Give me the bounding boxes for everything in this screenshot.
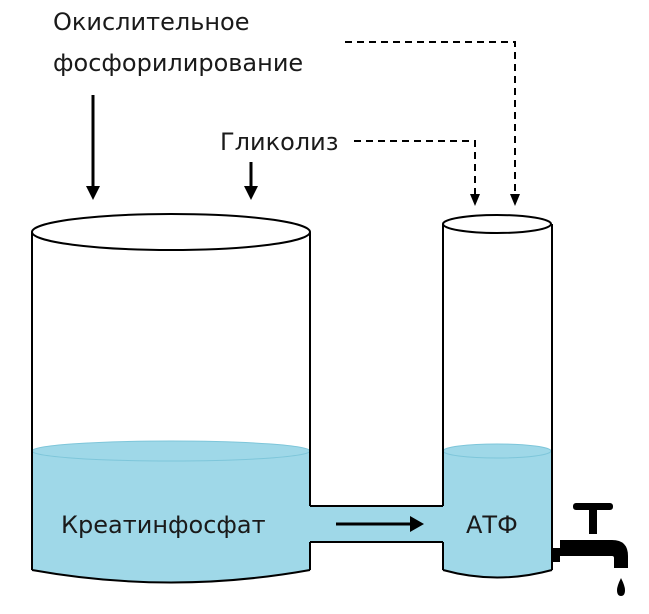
water-tap-icon: [552, 503, 628, 568]
glycolysis-label: Гликолиз: [220, 128, 338, 156]
glycolysis-dashed-arrow-head: [470, 194, 480, 206]
small-cylinder-liquid-surface: [442, 443, 552, 459]
atp-label: АТФ: [466, 511, 518, 539]
oxidative-dashed-connector: [345, 41, 516, 196]
small-cylinder: [442, 214, 553, 579]
oxidative-label-line1: Окислительное: [53, 8, 250, 36]
big-cylinder-top: [31, 213, 311, 251]
connecting-pipe: [310, 505, 443, 543]
oxidative-dashed-arrow-head: [510, 194, 520, 206]
big-cylinder-liquid-surface: [31, 440, 311, 462]
creatine-phosphate-label: Креатинфосфат: [61, 511, 266, 539]
oxidative-label-line2: фосфорилирование: [53, 49, 303, 77]
flow-arrow-head: [410, 516, 424, 532]
small-cylinder-top: [442, 214, 552, 234]
glycolysis-dashed-connector: [354, 140, 476, 196]
big-cylinder: [31, 213, 311, 584]
oxidative-arrow: [86, 95, 100, 200]
water-drop-icon: [617, 578, 625, 596]
glycolysis-arrow: [244, 162, 258, 200]
liquid-fill: [31, 440, 552, 583]
